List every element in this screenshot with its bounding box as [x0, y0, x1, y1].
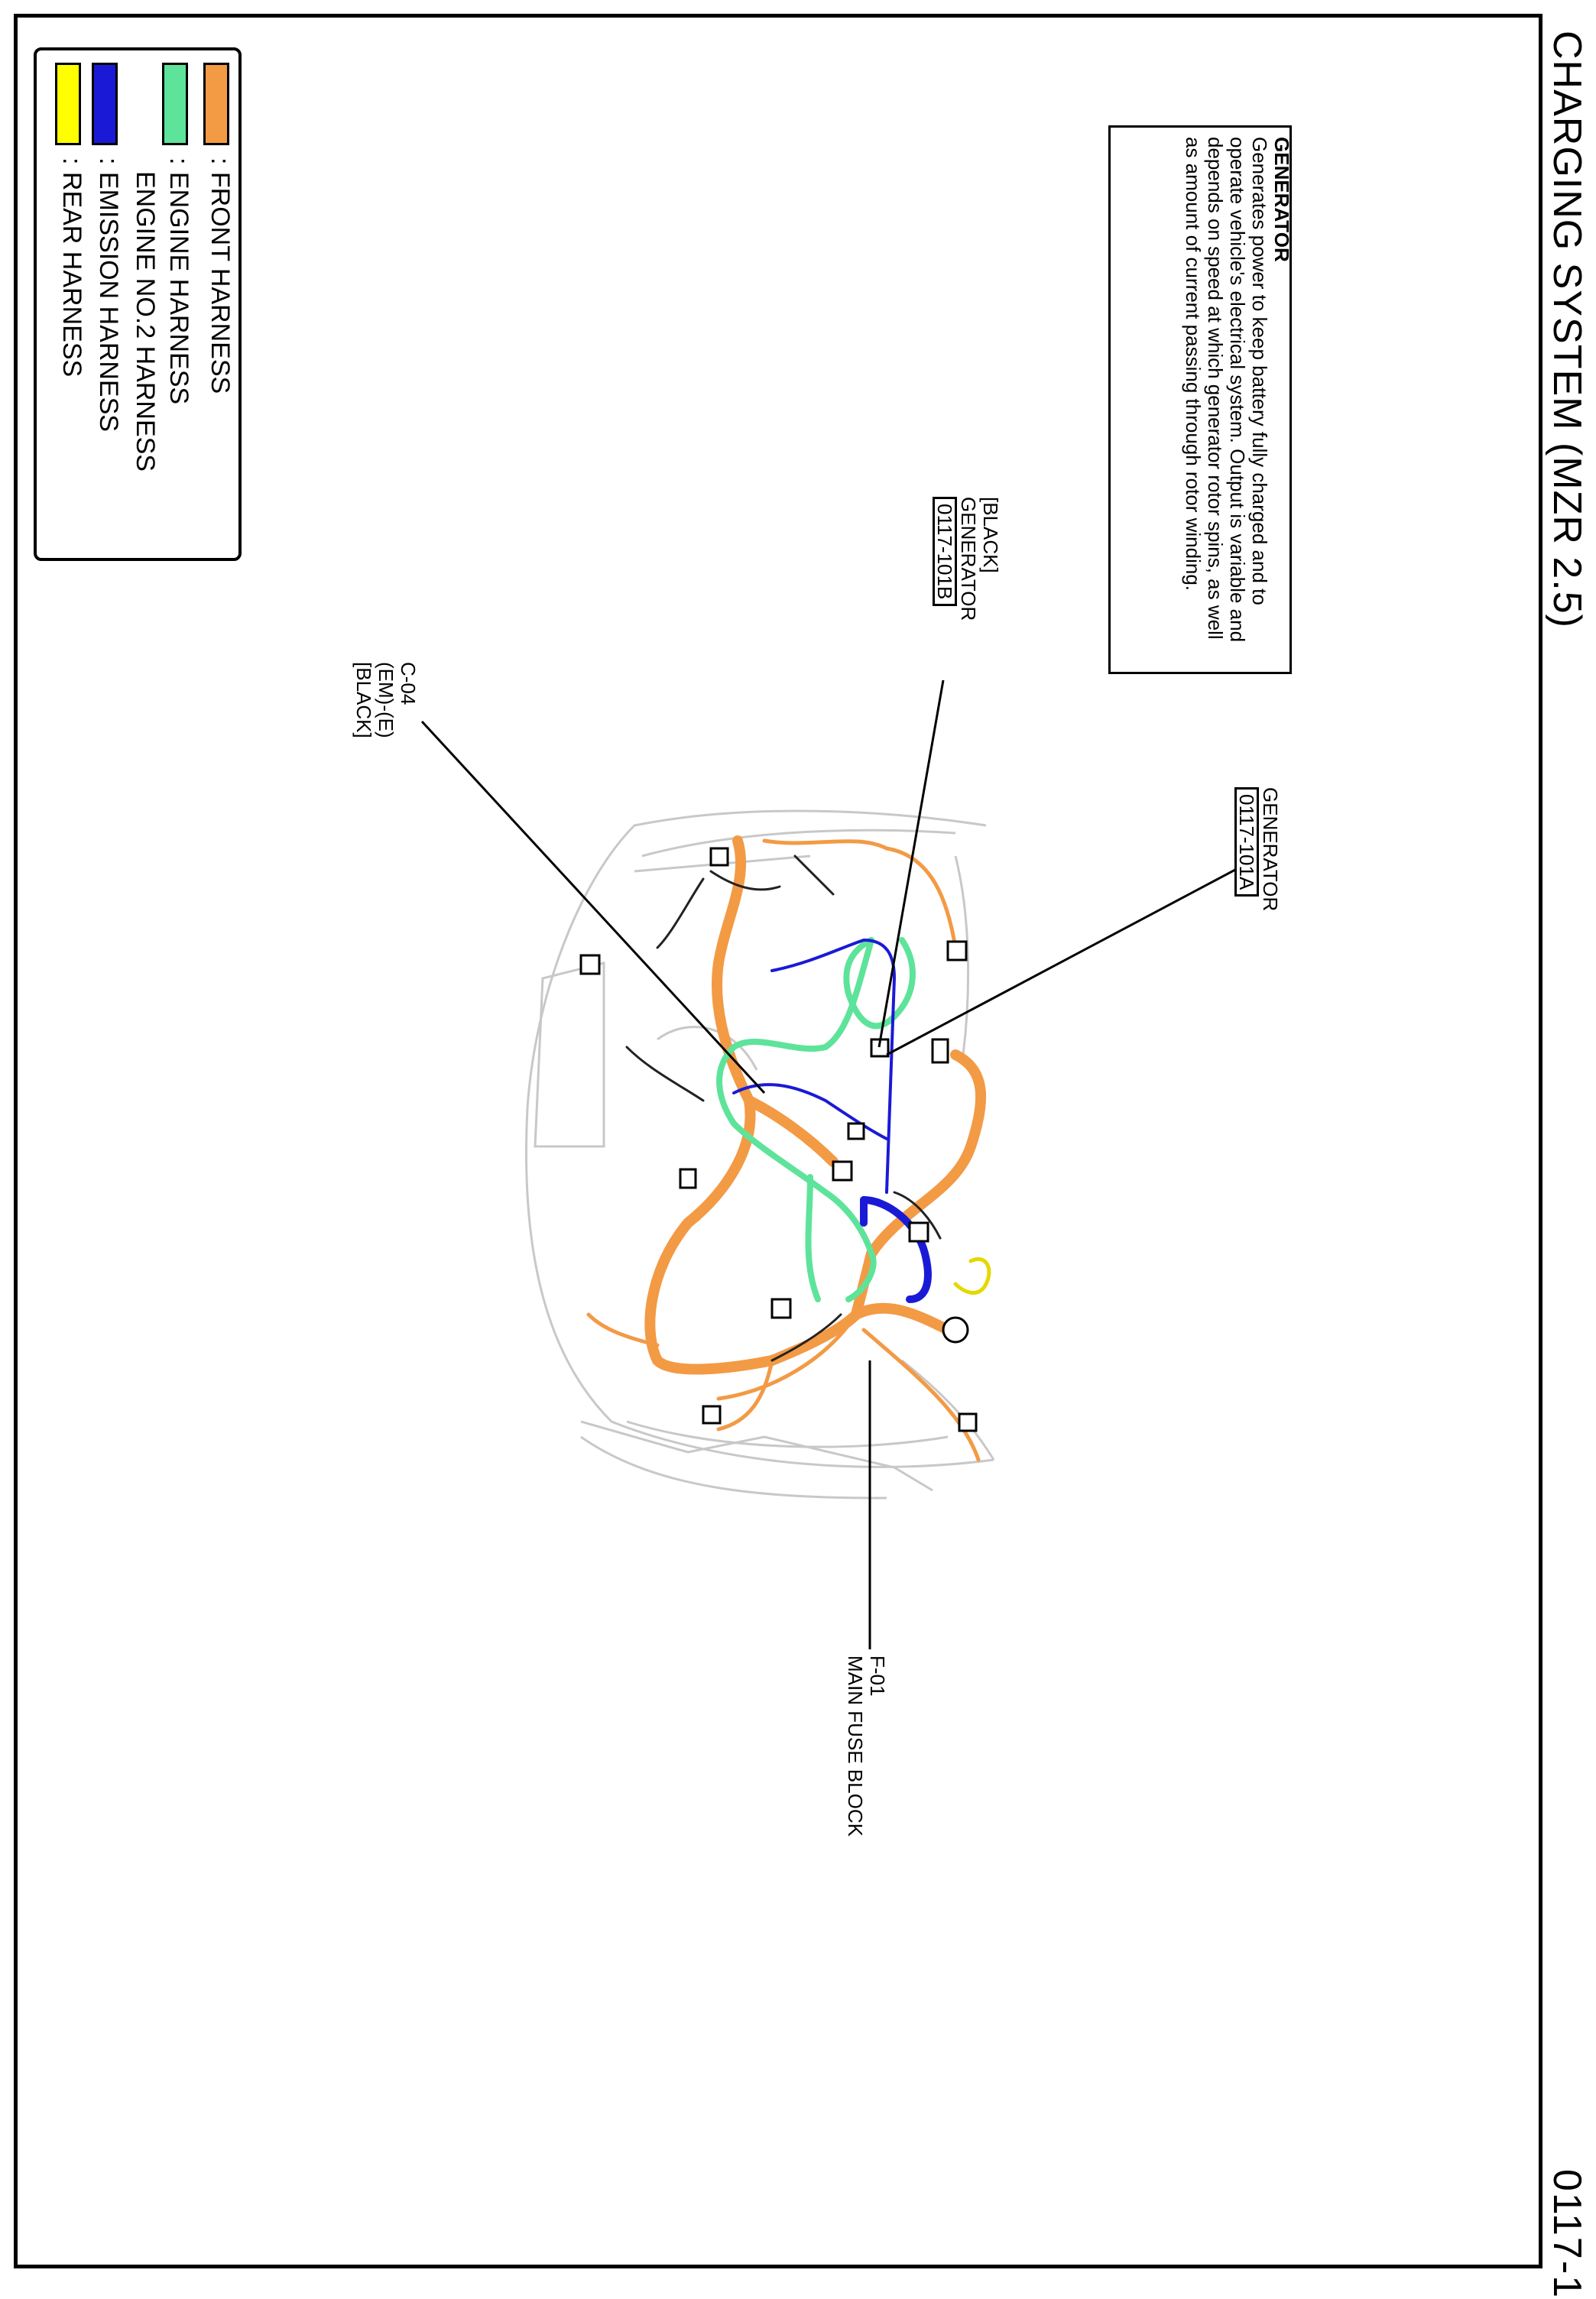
generator-description-box: GENERATOR Generates power to keep batter… — [1108, 125, 1293, 674]
misc-black-wiring — [625, 854, 942, 1362]
connector — [679, 1168, 697, 1189]
connector — [946, 940, 968, 961]
connector — [579, 954, 601, 975]
leader-generator-a — [886, 868, 1236, 1056]
connector — [847, 1122, 865, 1140]
leader-generator-b — [877, 679, 945, 1048]
emission-harness-wiring — [732, 938, 897, 1194]
legend-swatch-rear — [55, 63, 81, 145]
page-frame — [14, 14, 1542, 2268]
connectors — [579, 847, 978, 1432]
generator-body — [942, 1316, 969, 1344]
connector — [709, 847, 729, 867]
leader-lines — [420, 679, 1236, 1649]
engine-harness-wiring — [716, 937, 916, 1302]
rear-harness-wiring — [953, 1257, 991, 1295]
front-harness-wiring — [644, 835, 987, 1375]
vehicle-body-outline — [525, 809, 995, 1500]
legend-swatch-engine — [162, 63, 188, 145]
connector — [931, 1038, 949, 1064]
legend-swatch-emission — [92, 63, 118, 145]
emission-harness-thick — [860, 1196, 932, 1303]
legend-swatch-front — [203, 63, 229, 145]
leader-c04 — [420, 720, 766, 1094]
harness-legend: : FRONT HARNESS : ENGINE HARNESS ENGINE … — [34, 47, 242, 561]
connector — [770, 1298, 792, 1319]
connector — [702, 1405, 722, 1425]
connector — [908, 1221, 929, 1243]
front-harness-branches — [586, 838, 981, 1462]
connector — [832, 1160, 853, 1182]
connector — [958, 1412, 978, 1432]
